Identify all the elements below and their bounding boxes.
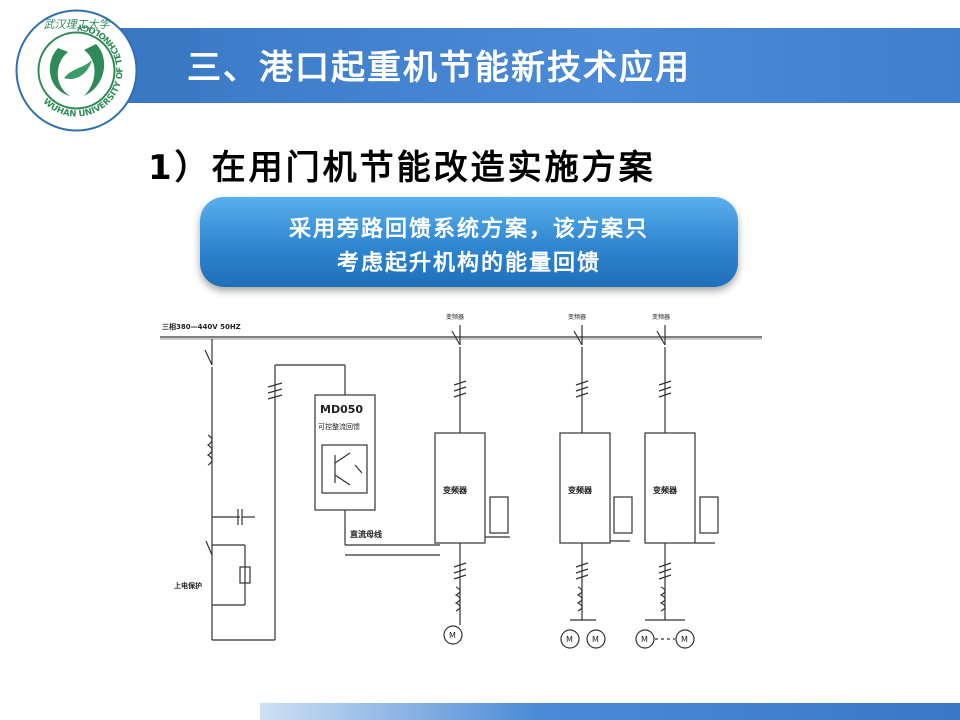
university-logo: 武汉理工大学 WUHAN UNIVERSITY OF TECHNOLOGY [15,9,138,132]
top-label-2: 变频器 [568,313,586,321]
inverter-label-3: 变频器 [653,485,678,495]
logo-top-text: 武汉理工大学 [44,18,112,31]
inverter-label-1: 变频器 [443,485,468,495]
section-subheading: 1）在用门机节能改造实施方案 [148,148,656,188]
motor-label-2a: M [566,635,573,644]
motor-label-1: M [449,631,456,640]
supply-label: 三相380—440V 50HZ [162,322,241,331]
motor-3a [635,629,655,649]
md050-title: MD050 [320,403,363,416]
bypass-feedback-schematic: 三相380—440V 50HZ 变频器 变频器 变频器 MD050 可控整流回馈… [150,305,765,655]
footer-stripe [260,703,960,720]
motor-2a [560,629,580,649]
inverter-label-2: 变频器 [568,485,593,495]
slide-title: 三、港口起重机节能新技术应用 [187,48,691,88]
scheme-callout: 采用旁路回馈系统方案，该方案只 考虑起升机构的能量回馈 [200,197,738,287]
motor-3b [675,629,695,649]
top-label-3: 变频器 [652,313,670,321]
inverter-box-3 [644,432,696,544]
motor-label-2b: M [592,635,599,644]
power-on-label: 上电保护 [174,581,202,590]
dc-bus-label: 直流母线 [350,529,382,539]
md050-subtitle: 可控整流回馈 [318,422,360,431]
inverter-box-2 [559,432,611,544]
motor-1 [443,625,463,645]
top-label-1: 变频器 [446,313,464,321]
motor-2b [586,629,606,649]
callout-line-1: 采用旁路回馈系统方案，该方案只 [288,217,649,242]
motor-label-3b: M [681,635,688,644]
callout-line-2: 考虑起升机构的能量回馈 [336,251,601,276]
motor-label-3a: M [641,635,648,644]
header-bar [95,28,960,103]
